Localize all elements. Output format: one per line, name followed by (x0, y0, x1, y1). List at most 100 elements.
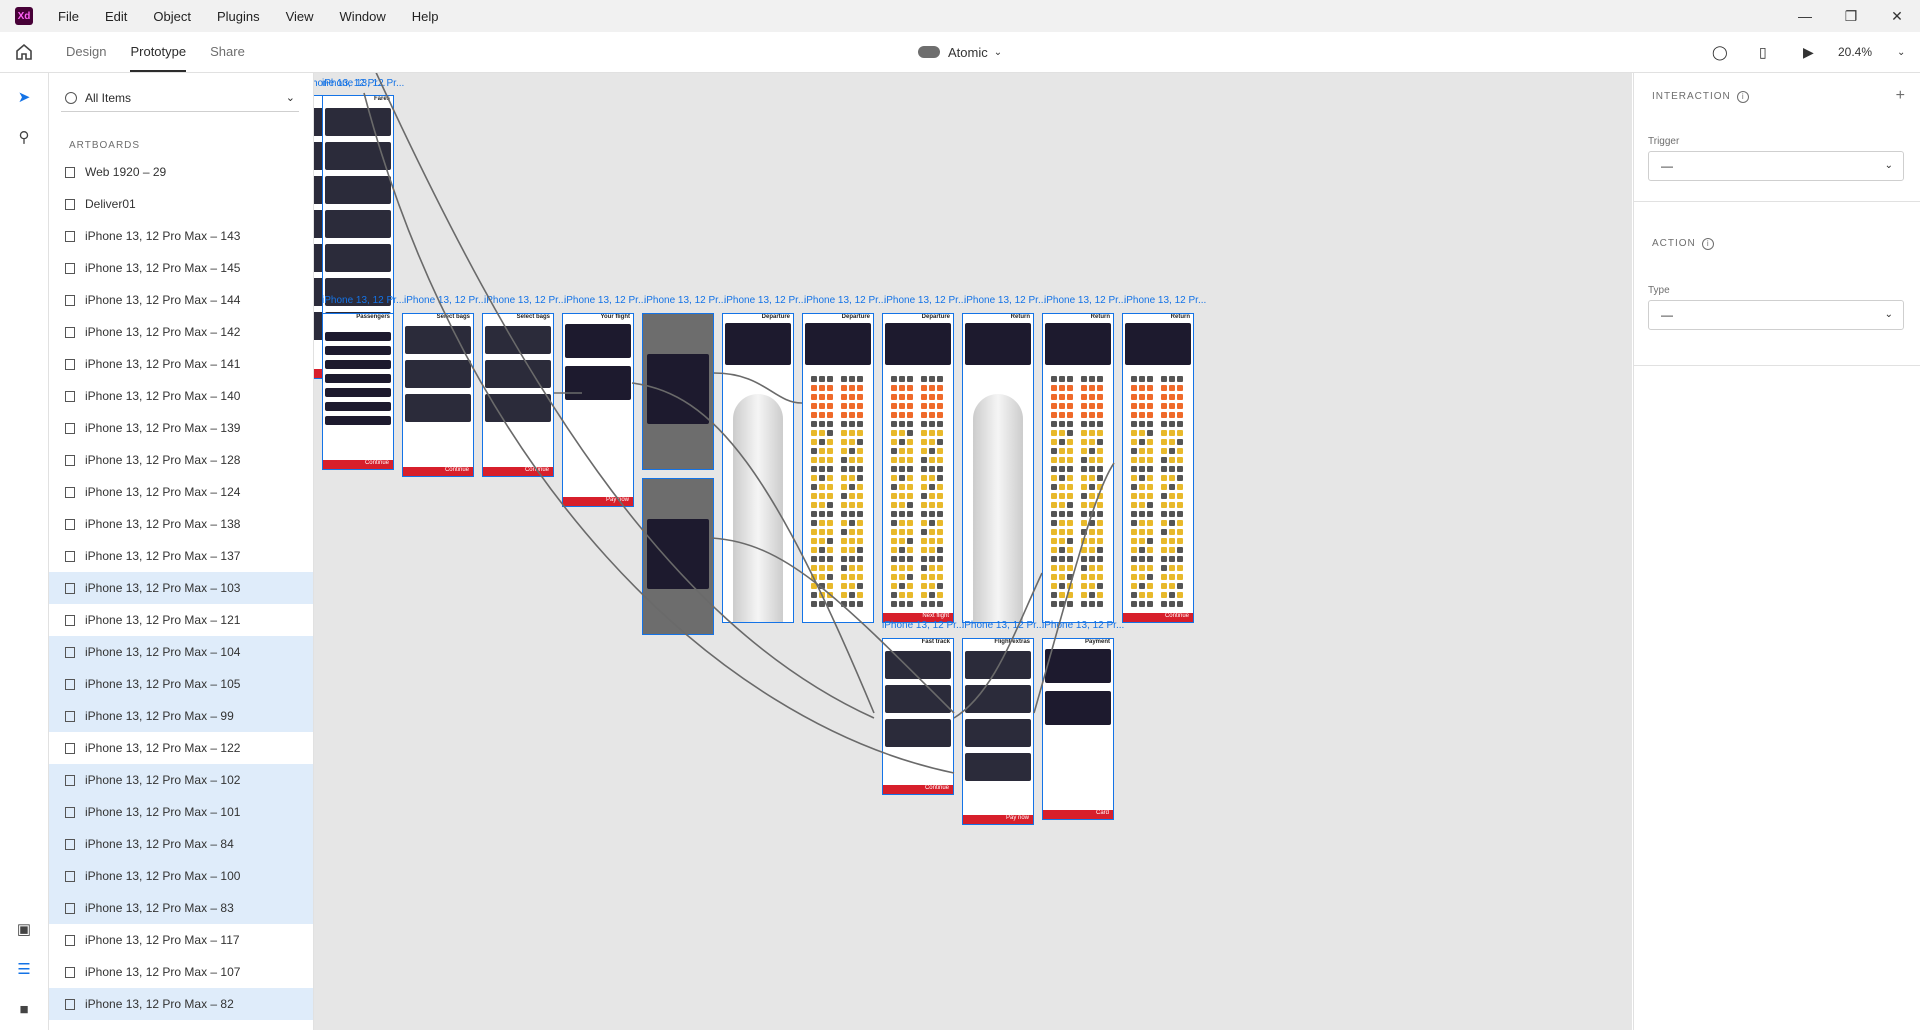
seat[interactable] (891, 484, 897, 490)
seat[interactable] (811, 430, 817, 436)
seat[interactable] (1177, 511, 1183, 517)
artboard-name-label[interactable]: iPhone 13, 12 Pr... (724, 295, 807, 306)
seat[interactable] (819, 565, 825, 571)
seat[interactable] (907, 538, 913, 544)
seat[interactable] (1097, 583, 1103, 589)
seat[interactable] (1131, 448, 1137, 454)
seat[interactable] (921, 457, 927, 463)
seat[interactable] (857, 502, 863, 508)
seat[interactable] (1147, 430, 1153, 436)
seat[interactable] (1067, 538, 1073, 544)
seat[interactable] (1147, 511, 1153, 517)
seat[interactable] (891, 430, 897, 436)
seat[interactable] (907, 439, 913, 445)
seat[interactable] (1089, 574, 1095, 580)
seat[interactable] (841, 547, 847, 553)
seat[interactable] (1169, 511, 1175, 517)
seat[interactable] (907, 430, 913, 436)
seat[interactable] (1089, 529, 1095, 535)
prototype-wire[interactable] (374, 73, 875, 719)
seat[interactable] (1081, 376, 1087, 382)
seat[interactable] (1169, 547, 1175, 553)
seat[interactable] (811, 538, 817, 544)
artboard-list-item[interactable]: Web 1920 – 29 (49, 156, 313, 188)
seat[interactable] (891, 421, 897, 427)
seat[interactable] (1059, 565, 1065, 571)
seat[interactable] (929, 592, 935, 598)
seat[interactable] (921, 556, 927, 562)
seat[interactable] (1131, 421, 1137, 427)
seat[interactable] (929, 385, 935, 391)
seat[interactable] (907, 403, 913, 409)
seat[interactable] (827, 412, 833, 418)
seat[interactable] (1097, 421, 1103, 427)
seat[interactable] (891, 511, 897, 517)
seat[interactable] (849, 583, 855, 589)
artboard-list-item[interactable]: iPhone 13, 12 Pro Max – 82 (49, 988, 313, 1020)
seat[interactable] (929, 601, 935, 607)
seat[interactable] (929, 556, 935, 562)
seat[interactable] (1067, 511, 1073, 517)
seat[interactable] (899, 511, 905, 517)
seat[interactable] (819, 511, 825, 517)
seat[interactable] (811, 466, 817, 472)
seat[interactable] (857, 421, 863, 427)
seat[interactable] (1081, 547, 1087, 553)
seat[interactable] (1161, 529, 1167, 535)
seat[interactable] (1067, 529, 1073, 535)
cta-bar[interactable]: Pay now (963, 815, 1033, 824)
seat[interactable] (1089, 493, 1095, 499)
seat[interactable] (1177, 421, 1183, 427)
seat[interactable] (819, 583, 825, 589)
seat[interactable] (849, 421, 855, 427)
seat[interactable] (1051, 502, 1057, 508)
seat[interactable] (857, 574, 863, 580)
seat[interactable] (1051, 547, 1057, 553)
cta-bar[interactable]: Continue (1123, 613, 1193, 622)
seat[interactable] (1051, 529, 1057, 535)
seat[interactable] (1169, 403, 1175, 409)
seat[interactable] (1097, 376, 1103, 382)
prototype-wire[interactable] (363, 92, 955, 774)
prototype-wire[interactable] (953, 572, 1043, 719)
seat[interactable] (827, 439, 833, 445)
seat[interactable] (1059, 421, 1065, 427)
seat[interactable] (841, 430, 847, 436)
seat[interactable] (929, 394, 935, 400)
seat[interactable] (1177, 547, 1183, 553)
seat[interactable] (937, 574, 943, 580)
seat[interactable] (891, 592, 897, 598)
artboard[interactable]: Return (962, 313, 1034, 623)
seat[interactable] (1059, 520, 1065, 526)
seat[interactable] (1139, 412, 1145, 418)
seat[interactable] (929, 412, 935, 418)
seat[interactable] (827, 403, 833, 409)
seat[interactable] (1081, 394, 1087, 400)
seat[interactable] (1051, 439, 1057, 445)
seat[interactable] (1081, 430, 1087, 436)
seat[interactable] (1067, 493, 1073, 499)
seat[interactable] (1059, 592, 1065, 598)
seat[interactable] (907, 475, 913, 481)
seat[interactable] (1161, 511, 1167, 517)
seat[interactable] (907, 385, 913, 391)
seat[interactable] (1059, 439, 1065, 445)
seat[interactable] (1131, 529, 1137, 535)
seat[interactable] (1177, 430, 1183, 436)
seat[interactable] (907, 493, 913, 499)
seat[interactable] (1161, 448, 1167, 454)
seat[interactable] (1051, 511, 1057, 517)
seat[interactable] (1089, 547, 1095, 553)
seat[interactable] (1169, 385, 1175, 391)
seat[interactable] (891, 520, 897, 526)
seat[interactable] (891, 448, 897, 454)
seat[interactable] (1147, 439, 1153, 445)
seat[interactable] (1161, 475, 1167, 481)
seat[interactable] (1059, 538, 1065, 544)
seat[interactable] (929, 421, 935, 427)
seat[interactable] (1139, 574, 1145, 580)
seat[interactable] (827, 394, 833, 400)
seat[interactable] (1147, 538, 1153, 544)
seat[interactable] (857, 520, 863, 526)
